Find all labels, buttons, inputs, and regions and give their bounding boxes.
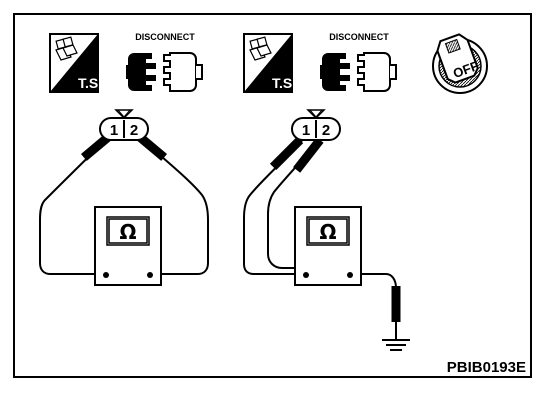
connector-right-pin-2: 2: [322, 122, 330, 139]
connector-right-pin-1: 1: [302, 122, 310, 139]
ts-label-left: T.S.: [78, 75, 102, 91]
ohmmeter-left-symbol: Ω: [119, 220, 136, 244]
disconnect-icon-left: [125, 52, 203, 92]
ohmmeter-right: [294, 206, 362, 286]
connector-right: [291, 109, 341, 141]
disconnect-label-left: DISCONNECT: [135, 32, 195, 42]
diagram-frame: [13, 13, 532, 378]
left-test-circuit: [39, 119, 209, 275]
ground-icon: [382, 339, 410, 351]
connector-left: [99, 109, 149, 141]
connector-left-pin-2: 2: [130, 122, 138, 139]
ohmmeter-right-symbol: Ω: [319, 220, 336, 244]
figure-code: PBIB0193E: [447, 359, 526, 376]
disconnect-icon-right: [319, 52, 397, 92]
ohmmeter-left: [94, 206, 162, 286]
connector-left-pin-1: 1: [110, 122, 118, 139]
ts-label-right: T.S.: [272, 75, 296, 91]
right-test-circuit: [243, 125, 410, 351]
disconnect-label-right: DISCONNECT: [329, 32, 389, 42]
probe-ground: [391, 286, 401, 340]
ignition-off-icon: [432, 33, 488, 94]
